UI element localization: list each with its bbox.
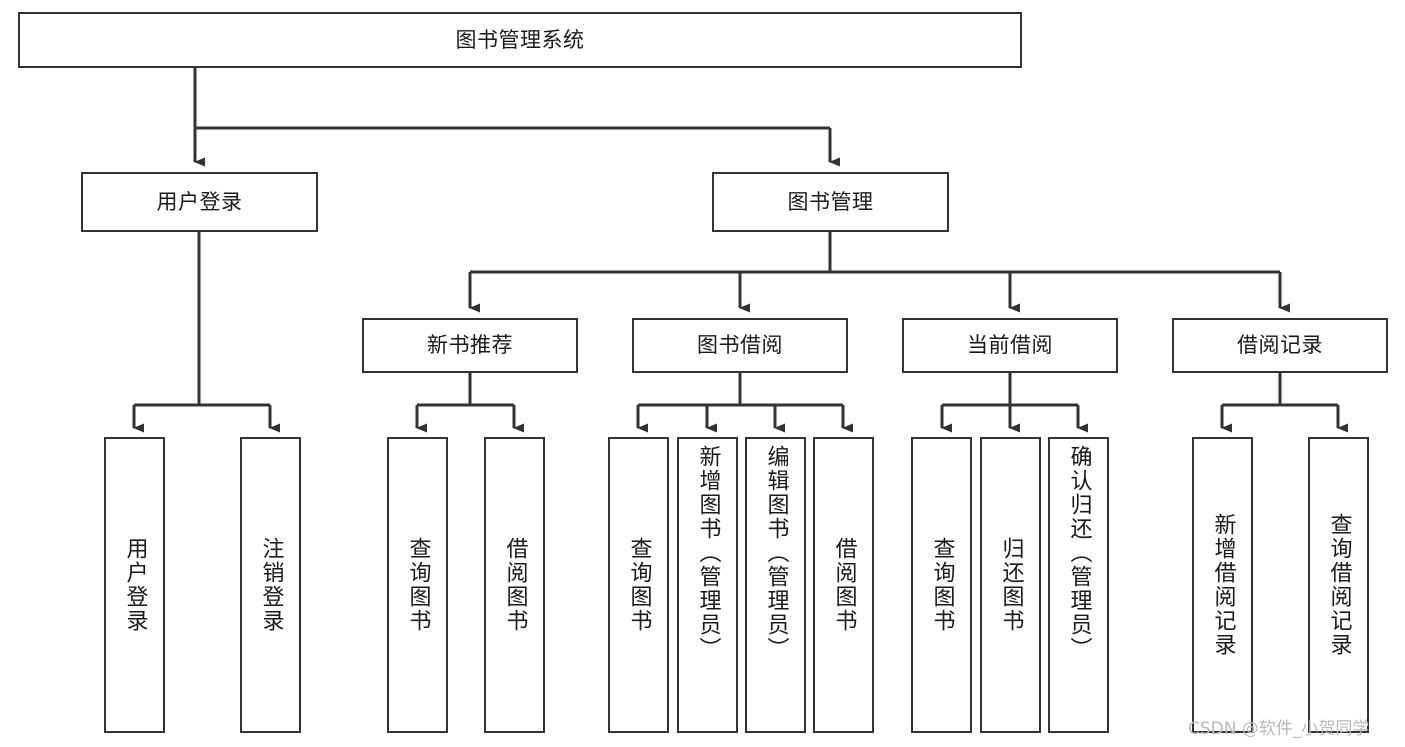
leaf-return-book[interactable]: 归还图书 [980,437,1041,733]
leaf-query-borrow-record[interactable]: 查询借阅记录 [1308,437,1369,733]
node-new-book-recommend-label: 新书推荐 [427,333,513,358]
node-book-borrow[interactable]: 图书借阅 [632,318,848,373]
leaf-query-book-recommend[interactable]: 查询图书 [387,437,448,733]
node-borrow-record-label: 借阅记录 [1237,333,1323,358]
node-book-manage[interactable]: 图书管理 [712,172,949,232]
node-root-system[interactable]: 图书管理系统 [18,12,1022,68]
leaf-query-book-current[interactable]: 查询图书 [911,437,972,733]
leaf-confirm-return-admin-label: 确认归还（管理员） [1066,445,1092,661]
node-user-login-label: 用户登录 [156,189,243,214]
node-book-manage-label: 图书管理 [787,189,874,214]
leaf-query-book-current-label: 查询图书 [929,537,955,633]
node-user-login[interactable]: 用户登录 [81,172,318,232]
node-new-book-recommend[interactable]: 新书推荐 [362,318,578,373]
leaf-query-book-borrow[interactable]: 查询图书 [608,437,669,733]
leaf-confirm-return-admin[interactable]: 确认归还（管理员） [1048,437,1109,733]
node-current-borrow[interactable]: 当前借阅 [902,318,1118,373]
node-borrow-record[interactable]: 借阅记录 [1172,318,1388,373]
leaf-return-book-label: 归还图书 [998,537,1024,633]
leaf-user-login-label: 用户登录 [122,537,148,633]
leaf-add-borrow-record-label: 新增借阅记录 [1210,513,1236,657]
csdn-watermark: CSDN @软件_小贺同学 [1188,719,1370,739]
node-root-system-label: 图书管理系统 [455,27,585,52]
node-book-borrow-label: 图书借阅 [697,333,783,358]
leaf-query-borrow-record-label: 查询借阅记录 [1326,513,1352,657]
leaf-query-book-borrow-label: 查询图书 [626,537,652,633]
leaf-add-book-admin[interactable]: 新增图书（管理员） [677,437,738,733]
leaf-borrow-book-borrow-label: 借阅图书 [831,537,857,633]
node-current-borrow-label: 当前借阅 [967,333,1053,358]
leaf-logout-login-label: 注销登录 [258,537,284,633]
leaf-edit-book-admin[interactable]: 编辑图书（管理员） [745,437,806,733]
leaf-logout-login[interactable]: 注销登录 [240,437,301,733]
leaf-add-book-admin-label: 新增图书（管理员） [695,445,721,661]
leaf-query-book-recommend-label: 查询图书 [405,537,431,633]
leaf-borrow-book-recommend[interactable]: 借阅图书 [484,437,545,733]
leaf-add-borrow-record[interactable]: 新增借阅记录 [1192,437,1253,733]
leaf-edit-book-admin-label: 编辑图书（管理员） [763,445,789,661]
leaf-borrow-book-recommend-label: 借阅图书 [502,537,528,633]
leaf-borrow-book-borrow[interactable]: 借阅图书 [813,437,874,733]
leaf-user-login[interactable]: 用户登录 [104,437,165,733]
